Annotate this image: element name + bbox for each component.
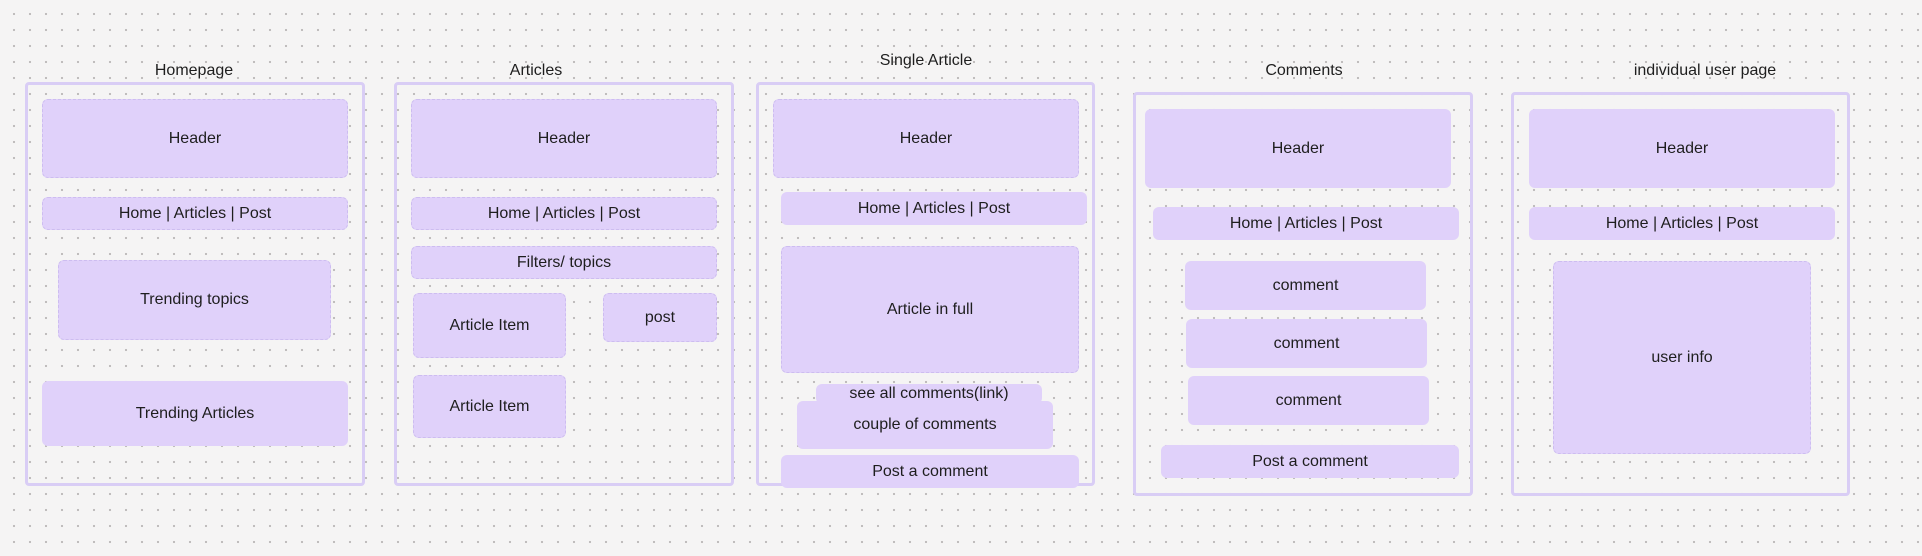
article-item: Article Item: [413, 293, 566, 358]
comment-item: comment: [1186, 319, 1427, 368]
nav-bar: Home | Articles | Post: [1529, 207, 1835, 240]
homepage-title: Homepage: [154, 62, 234, 79]
article-item: Article Item: [413, 375, 566, 438]
user-page-title: individual user page: [1633, 62, 1777, 79]
comment-item: comment: [1185, 261, 1426, 310]
nav-bar: Home | Articles | Post: [411, 197, 717, 230]
post-block: post: [603, 293, 717, 342]
trending-topics-block: Trending topics: [58, 260, 331, 340]
article-full-block: Article in full: [781, 246, 1079, 373]
header-block: Header: [411, 99, 717, 178]
post-comment-bar[interactable]: Post a comment: [1161, 445, 1459, 478]
header-block: Header: [42, 99, 348, 178]
nav-bar: Home | Articles | Post: [781, 192, 1087, 225]
trending-articles-block: Trending Articles: [42, 381, 348, 446]
filters-bar: Filters/ topics: [411, 246, 717, 279]
comments-frame[interactable]: Header Home | Articles | Post comment co…: [1133, 92, 1473, 496]
articles-frame[interactable]: Header Home | Articles | Post Filters/ t…: [394, 82, 734, 486]
comment-item: comment: [1188, 376, 1429, 425]
header-block: Header: [773, 99, 1079, 178]
single-article-frame[interactable]: Header Home | Articles | Post Article in…: [756, 82, 1095, 488]
user-info-block: user info: [1553, 261, 1811, 454]
comments-title: Comments: [1265, 62, 1343, 79]
articles-title: Articles: [509, 62, 563, 79]
nav-bar: Home | Articles | Post: [1153, 207, 1459, 240]
nav-bar: Home | Articles | Post: [42, 197, 348, 230]
homepage-frame[interactable]: Header Home | Articles | Post Trending t…: [25, 82, 365, 486]
see-all-comments-link[interactable]: see all comments(link): [816, 384, 1042, 404]
header-block: Header: [1145, 109, 1451, 188]
header-block: Header: [1529, 109, 1835, 188]
couple-of-comments-block: couple of comments: [797, 401, 1053, 449]
post-comment-bar[interactable]: Post a comment: [781, 455, 1079, 488]
single-article-title: Single Article: [879, 52, 973, 69]
user-page-frame[interactable]: Header Home | Articles | Post user info: [1511, 92, 1850, 496]
